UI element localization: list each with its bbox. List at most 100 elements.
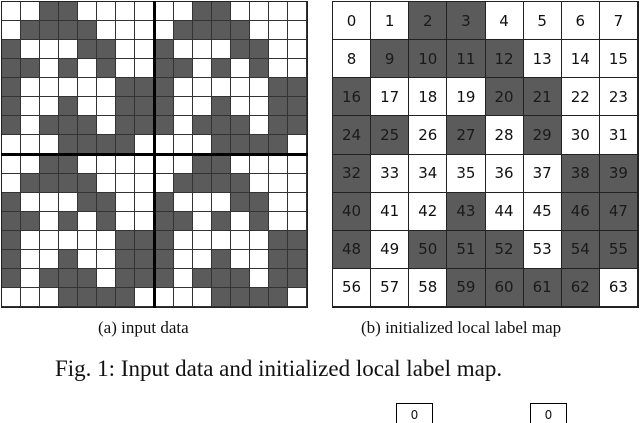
background-pixel xyxy=(249,97,269,117)
background-pixel xyxy=(116,154,136,174)
background-pixel xyxy=(249,268,269,288)
foreground-pixel xyxy=(78,173,98,193)
background-pixel xyxy=(287,21,307,41)
background-pixel xyxy=(230,78,250,98)
foreground-pixel xyxy=(154,249,174,269)
foreground-pixel xyxy=(21,21,41,41)
background-pixel xyxy=(78,2,98,22)
foreground-pixel xyxy=(2,249,22,269)
foreground-pixel xyxy=(97,287,117,307)
foreground-pixel xyxy=(2,192,22,212)
background-pixel xyxy=(135,192,155,212)
foreground-pixel xyxy=(2,230,22,250)
foreground-pixel xyxy=(249,211,269,231)
foreground-pixel xyxy=(287,97,307,117)
foreground-pixel xyxy=(211,249,231,269)
foreground-pixel xyxy=(230,173,250,193)
foreground-pixel xyxy=(135,268,155,288)
background-pixel xyxy=(211,40,231,60)
background-pixel xyxy=(21,116,41,136)
foreground-pixel xyxy=(211,135,231,155)
background-pixel xyxy=(59,192,79,212)
background-pixel xyxy=(59,230,79,250)
background-pixel xyxy=(211,78,231,98)
label-cell: 5 xyxy=(523,2,562,41)
background-pixel xyxy=(116,2,136,22)
background-pixel xyxy=(268,192,288,212)
background-pixel xyxy=(192,192,212,212)
foreground-pixel xyxy=(116,135,136,155)
foreground-pixel xyxy=(59,173,79,193)
label-cell: 53 xyxy=(523,230,562,269)
background-pixel xyxy=(135,21,155,41)
foreground-pixel xyxy=(21,211,41,231)
background-pixel xyxy=(135,40,155,60)
label-cell: 3 xyxy=(447,2,486,41)
background-pixel xyxy=(21,40,41,60)
label-cell: 45 xyxy=(523,192,562,231)
foreground-pixel xyxy=(59,2,79,22)
background-pixel xyxy=(249,116,269,136)
foreground-pixel xyxy=(192,154,212,174)
background-pixel xyxy=(21,135,41,155)
foreground-pixel xyxy=(116,230,136,250)
foreground-pixel xyxy=(249,59,269,79)
background-pixel xyxy=(21,192,41,212)
background-pixel xyxy=(78,59,98,79)
foreground-pixel xyxy=(40,116,60,136)
background-pixel xyxy=(135,211,155,231)
label-cell: 20 xyxy=(485,78,524,117)
label-cell: 25 xyxy=(371,116,410,155)
background-pixel xyxy=(287,211,307,231)
label-cell: 48 xyxy=(333,230,372,269)
label-cell: 12 xyxy=(485,40,524,79)
background-pixel xyxy=(116,211,136,231)
foreground-pixel xyxy=(116,249,136,269)
background-pixel xyxy=(40,249,60,269)
background-pixel xyxy=(173,230,193,250)
background-pixel xyxy=(116,40,136,60)
foreground-pixel xyxy=(173,59,193,79)
foreground-pixel xyxy=(2,268,22,288)
label-cell: 56 xyxy=(333,268,372,307)
foreground-pixel xyxy=(135,249,155,269)
background-pixel xyxy=(268,173,288,193)
foreground-pixel xyxy=(2,97,22,117)
foreground-pixel xyxy=(230,192,250,212)
subcaption-input-data: (a) input data xyxy=(98,318,189,337)
background-pixel xyxy=(268,21,288,41)
partial-label-box: 0 xyxy=(530,403,567,423)
background-pixel xyxy=(154,135,174,155)
background-pixel xyxy=(154,2,174,22)
label-cell: 41 xyxy=(371,192,410,231)
label-cell: 33 xyxy=(371,154,410,193)
foreground-pixel xyxy=(59,154,79,174)
label-cell: 31 xyxy=(599,116,638,155)
background-pixel xyxy=(287,173,307,193)
foreground-pixel xyxy=(154,40,174,60)
background-pixel xyxy=(154,287,174,307)
background-pixel xyxy=(78,211,98,231)
background-pixel xyxy=(40,97,60,117)
foreground-pixel xyxy=(59,59,79,79)
partial-label-box: 0 xyxy=(396,403,433,423)
label-cell: 19 xyxy=(447,78,486,117)
foreground-pixel xyxy=(59,249,79,269)
figure-caption: Fig. 1: Input data and initialized local… xyxy=(55,356,503,381)
background-pixel xyxy=(173,154,193,174)
label-cell: 58 xyxy=(409,268,448,307)
foreground-pixel xyxy=(211,2,231,22)
label-cell: 9 xyxy=(371,40,410,79)
foreground-pixel xyxy=(154,59,174,79)
background-pixel xyxy=(192,287,212,307)
background-pixel xyxy=(78,230,98,250)
label-cell: 54 xyxy=(561,230,600,269)
foreground-pixel xyxy=(249,287,269,307)
foreground-pixel xyxy=(211,154,231,174)
background-pixel xyxy=(116,192,136,212)
label-cell: 18 xyxy=(409,78,448,117)
foreground-pixel xyxy=(173,173,193,193)
foreground-pixel xyxy=(116,78,136,98)
background-pixel xyxy=(40,192,60,212)
background-pixel xyxy=(116,21,136,41)
